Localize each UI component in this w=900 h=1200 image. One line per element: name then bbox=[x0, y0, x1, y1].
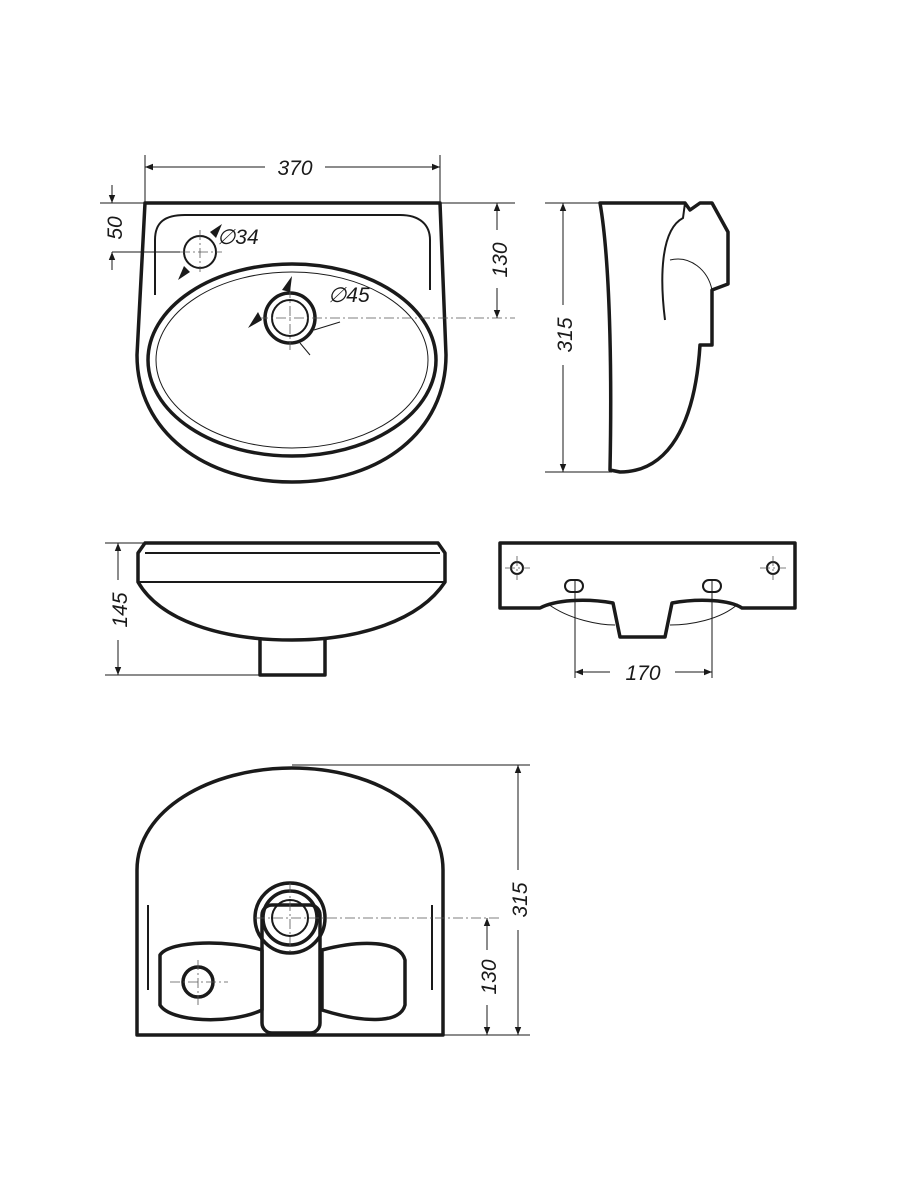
dim-side-height-315: 315 bbox=[554, 317, 577, 352]
dim-bottom-height-315: 315 bbox=[509, 882, 532, 917]
bottom-view: 315 130 bbox=[135, 764, 532, 1037]
dim-drain-offset-130: 130 bbox=[489, 242, 512, 277]
dim-tap-offset-50: 50 bbox=[104, 216, 127, 240]
top-view: 370 50 130 ∅34 ∅45 bbox=[100, 155, 515, 484]
dim-width-370: 370 bbox=[277, 157, 312, 180]
dim-depth-145: 145 bbox=[109, 592, 132, 627]
dim-mount-spacing-170: 170 bbox=[625, 662, 660, 685]
label-tap-hole-dia: ∅34 bbox=[217, 226, 259, 249]
front-view: 145 bbox=[105, 541, 447, 677]
side-view: 315 bbox=[545, 201, 730, 474]
label-drain-hole-dia: ∅45 bbox=[328, 284, 370, 307]
dim-bottom-drain-offset-130: 130 bbox=[478, 959, 501, 994]
back-view: 170 bbox=[498, 541, 797, 685]
